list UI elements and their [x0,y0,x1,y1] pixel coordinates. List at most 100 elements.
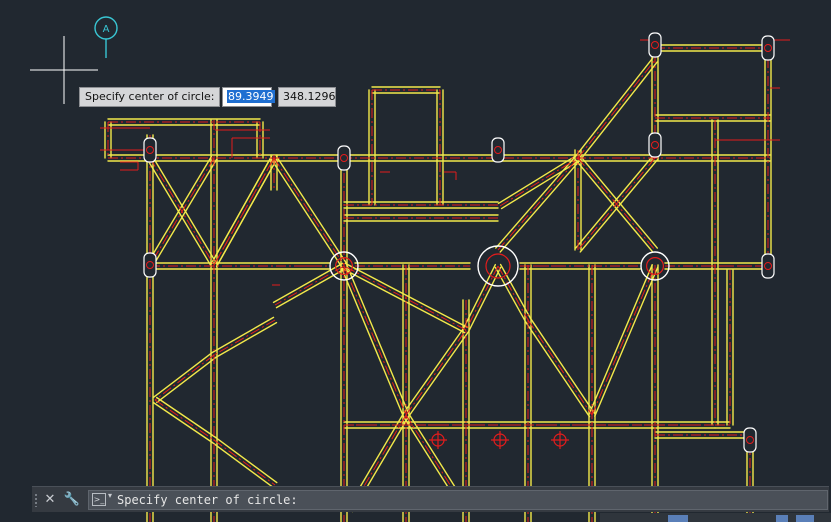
recent-commands-chevron-icon[interactable]: ▾ [108,491,113,500]
status-toggle[interactable] [776,515,788,522]
status-toggle[interactable] [796,515,814,522]
status-toggle[interactable] [668,515,688,522]
member-edge [215,436,278,484]
member-centerline [213,157,275,266]
member-centerline [497,157,579,251]
member-edge [211,441,274,489]
member-centerline [465,265,499,331]
member-edge [499,159,581,253]
command-prompt-icon[interactable]: >_ [92,493,106,506]
x-coordinate-input[interactable]: 89.3949 [222,87,275,107]
member-edge [407,331,470,418]
pin-lug [761,35,775,61]
status-bar [600,513,831,522]
member-centerlines [100,35,790,522]
pin-lug [743,427,757,453]
command-line-text: Specify center of circle: [117,493,298,507]
pin-hole [494,146,502,154]
y-coordinate-input[interactable]: 348.1296 [278,87,336,107]
pin-lug [143,252,157,278]
pin-hole [651,141,659,149]
pin-hole [764,262,772,270]
pin-hole [746,436,754,444]
member-edge [346,264,410,415]
pin-lug [648,132,662,158]
member-centerline [577,59,656,159]
member-edge [275,267,347,309]
member-edge [579,61,659,161]
member-centerline [343,265,467,331]
member-edge [579,155,659,249]
pin-hole [764,44,772,52]
member-edge [497,154,578,205]
member-edge [344,262,469,329]
member-edge [152,401,214,444]
member-edge [594,266,659,417]
member-edge [215,158,278,268]
center-mark [429,431,447,449]
member-centerline [497,265,529,321]
member-centerline [154,399,215,441]
wrench-icon[interactable]: 🔧 [63,492,81,507]
member-edge [275,155,348,265]
joint-plate [329,251,359,281]
command-input[interactable]: >_ ▾ Specify center of circle: [88,490,828,510]
member-edge [499,263,532,320]
member-centerline [405,329,467,416]
member-edge [529,317,596,415]
member-edge [574,57,654,157]
member-edge [402,327,465,414]
joint-nodes [143,32,775,453]
pin-hole [340,154,348,162]
member-centerline [154,354,215,401]
joint-plate [640,251,670,281]
close-icon[interactable]: ✕ [44,492,56,507]
member-edge [146,158,213,268]
member-centerline [499,157,579,207]
member-centerline [273,157,345,266]
pin-lug [761,253,775,279]
member-centerline [274,265,345,306]
pin-lug [143,137,157,163]
command-line: ✕ 🔧 >_ ▾ Specify center of circle: [32,486,829,512]
member-centerline [213,319,276,356]
crosshair-cursor [30,36,98,104]
drag-grip-icon[interactable] [34,493,38,507]
pin-lug [648,32,662,58]
member-edge [152,351,213,399]
member-centerline [577,157,656,251]
member-centerline [591,265,656,416]
member-edge [588,264,653,415]
member-edge [151,158,218,268]
joint-plate [477,245,519,287]
member-edge [574,159,654,253]
ucs-marker[interactable]: A [94,16,118,58]
joint-hole [645,257,664,276]
member-edge [214,321,278,359]
member-edge [155,396,217,439]
member-centerline [213,439,276,486]
pin-hole [651,41,659,49]
pin-lug [337,145,351,171]
dynamic-input-prompt: Specify center of circle: [79,87,221,107]
member-edge [524,320,591,418]
member-centerline [343,265,407,416]
pin-lug [491,137,505,163]
member-edge [579,159,659,253]
joint-hole [335,257,354,276]
member-edge [156,356,217,404]
member-edge [151,155,218,265]
center-mark [491,431,509,449]
ucs-marker-label: A [103,24,110,35]
center-mark [551,431,569,449]
member-edge [467,266,502,333]
pin-hole [146,261,154,269]
member-centerline [527,319,593,416]
member-edge [341,267,466,334]
member-edge [500,159,581,210]
member-edge [270,158,343,268]
member-centerline [149,157,215,266]
member-edge [340,266,404,417]
member-edge [494,266,527,323]
